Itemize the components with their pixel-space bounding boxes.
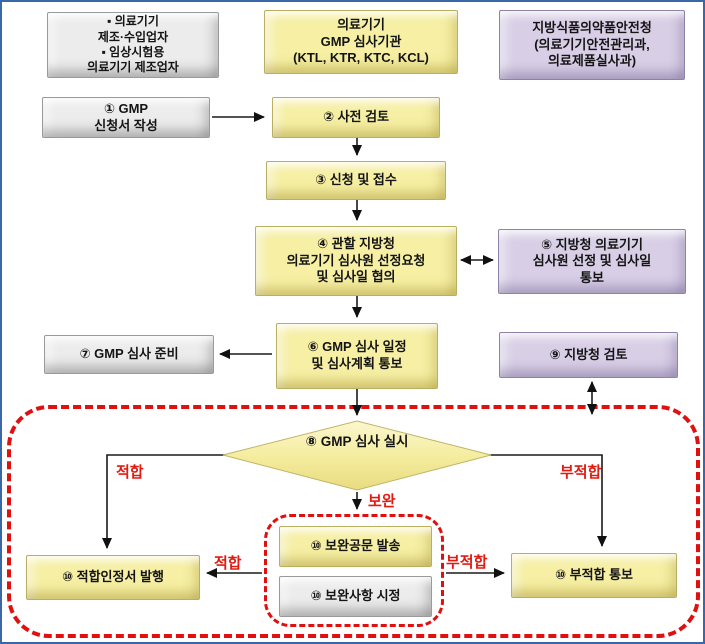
decision-diamond-shape bbox=[222, 420, 492, 491]
node-step1-line: 신청서 작성 bbox=[94, 117, 158, 133]
node-step9-regional-review: ⑨ 지방청 검토 bbox=[499, 332, 678, 378]
label-pass-top: 적합 bbox=[116, 464, 144, 481]
node-step6-line: 및 심사계획 통보 bbox=[311, 356, 403, 371]
node-step7-line: ⑦ GMP 심사 준비 bbox=[79, 346, 179, 362]
node-applicant-line: 제조·수입업자 bbox=[97, 29, 169, 44]
label-fail-bottom: 부적합 bbox=[446, 554, 488, 571]
node-audit-org-line: GMP 심사기관 bbox=[320, 33, 402, 49]
node-step3-receipt: ③ 신청 및 접수 bbox=[266, 161, 446, 200]
node-step10-fail-notice: ⑩ 부적합 통보 bbox=[511, 553, 677, 598]
node-step8-line: 실시 bbox=[383, 434, 409, 449]
node-step2-line: ② 사전 검토 bbox=[322, 109, 390, 125]
node-step4-line: 및 심사일 협의 bbox=[316, 269, 396, 285]
node-regional-office: 지방식품의약품안전청 (의료기기안전관리과, 의료제품실사과) bbox=[499, 10, 685, 80]
node-step8-line: ⑧ GMP 심사 bbox=[305, 434, 380, 449]
node-step5-line: 심사원 선정 및 심사일 bbox=[532, 253, 652, 269]
label-pass-bottom: 적합 bbox=[214, 555, 242, 572]
supplement-dashed-region bbox=[264, 514, 444, 627]
node-applicant-line: ▪ 의료기기 bbox=[107, 14, 159, 29]
node-applicant-line: 의료기기 제조업자 bbox=[87, 60, 179, 75]
node-step6-schedule-notice: ⑥ GMP 심사 일정 및 심사계획 통보 bbox=[276, 323, 438, 389]
node-step2-pre-review: ② 사전 검토 bbox=[272, 97, 440, 138]
node-step3-line: ③ 신청 및 접수 bbox=[315, 172, 397, 188]
node-audit-org: 의료기기 GMP 심사기관 (KTL, KTR, KTC, KCL) bbox=[264, 10, 458, 74]
node-step5-line: ⑤ 지방청 의료기기 bbox=[541, 236, 643, 252]
label-fail-top: 부적합 bbox=[560, 464, 602, 481]
node-step8-decision: ⑧ GMP 심사 실시 bbox=[267, 433, 447, 451]
node-step10-pass-line: ⑩ 적합인정서 발행 bbox=[62, 569, 164, 585]
node-step10-supplement-fix: ⑩ 보완사항 시정 bbox=[279, 576, 432, 617]
node-regional-office-line: (의료기기안전관리과, bbox=[534, 36, 650, 52]
label-supplement: 보완 bbox=[368, 493, 396, 510]
node-step1-line: ① GMP bbox=[103, 100, 149, 116]
node-applicant-line: ▪ 임상시험용 bbox=[101, 45, 165, 59]
node-step6-line: ⑥ GMP 심사 일정 bbox=[307, 339, 407, 355]
node-step4-request: ④ 관할 지방청 의료기기 심사원 선정요청 및 심사일 협의 bbox=[255, 226, 457, 296]
arrow-pass-branch bbox=[102, 454, 225, 549]
node-step4-line: ④ 관할 지방청 bbox=[316, 236, 396, 252]
node-step5-assignment: ⑤ 지방청 의료기기 심사원 선정 및 심사일 통보 bbox=[498, 229, 686, 294]
node-step10-pass-certificate: ⑩ 적합인정서 발행 bbox=[26, 555, 200, 600]
node-audit-org-line: (KTL, KTR, KTC, KCL) bbox=[293, 50, 429, 66]
node-step9-line: ⑨ 지방청 검토 bbox=[549, 346, 628, 362]
node-step5-line: 통보 bbox=[580, 269, 604, 285]
node-step10-letter-line: ⑩ 보완공문 발송 bbox=[310, 538, 401, 554]
node-step7-preparation: ⑦ GMP 심사 준비 bbox=[44, 335, 214, 374]
node-applicant: ▪ 의료기기 제조·수입업자 ▪ 임상시험용 의료기기 제조업자 bbox=[47, 12, 219, 78]
node-step10-supplement-letter: ⑩ 보완공문 발송 bbox=[279, 526, 432, 567]
node-audit-org-line: 의료기기 bbox=[337, 17, 385, 33]
node-step1-application: ① GMP 신청서 작성 bbox=[42, 97, 210, 138]
node-step10-fail-line: ⑩ 부적합 통보 bbox=[554, 567, 634, 583]
node-step10-fix-line: ⑩ 보완사항 시정 bbox=[310, 588, 401, 604]
node-step4-line: 의료기기 심사원 선정요청 bbox=[286, 252, 426, 268]
arrow-fail-branch bbox=[489, 454, 607, 547]
node-regional-office-line: 지방식품의약품안전청 bbox=[532, 20, 652, 36]
node-regional-office-line: 의료제품실사과) bbox=[547, 53, 637, 69]
